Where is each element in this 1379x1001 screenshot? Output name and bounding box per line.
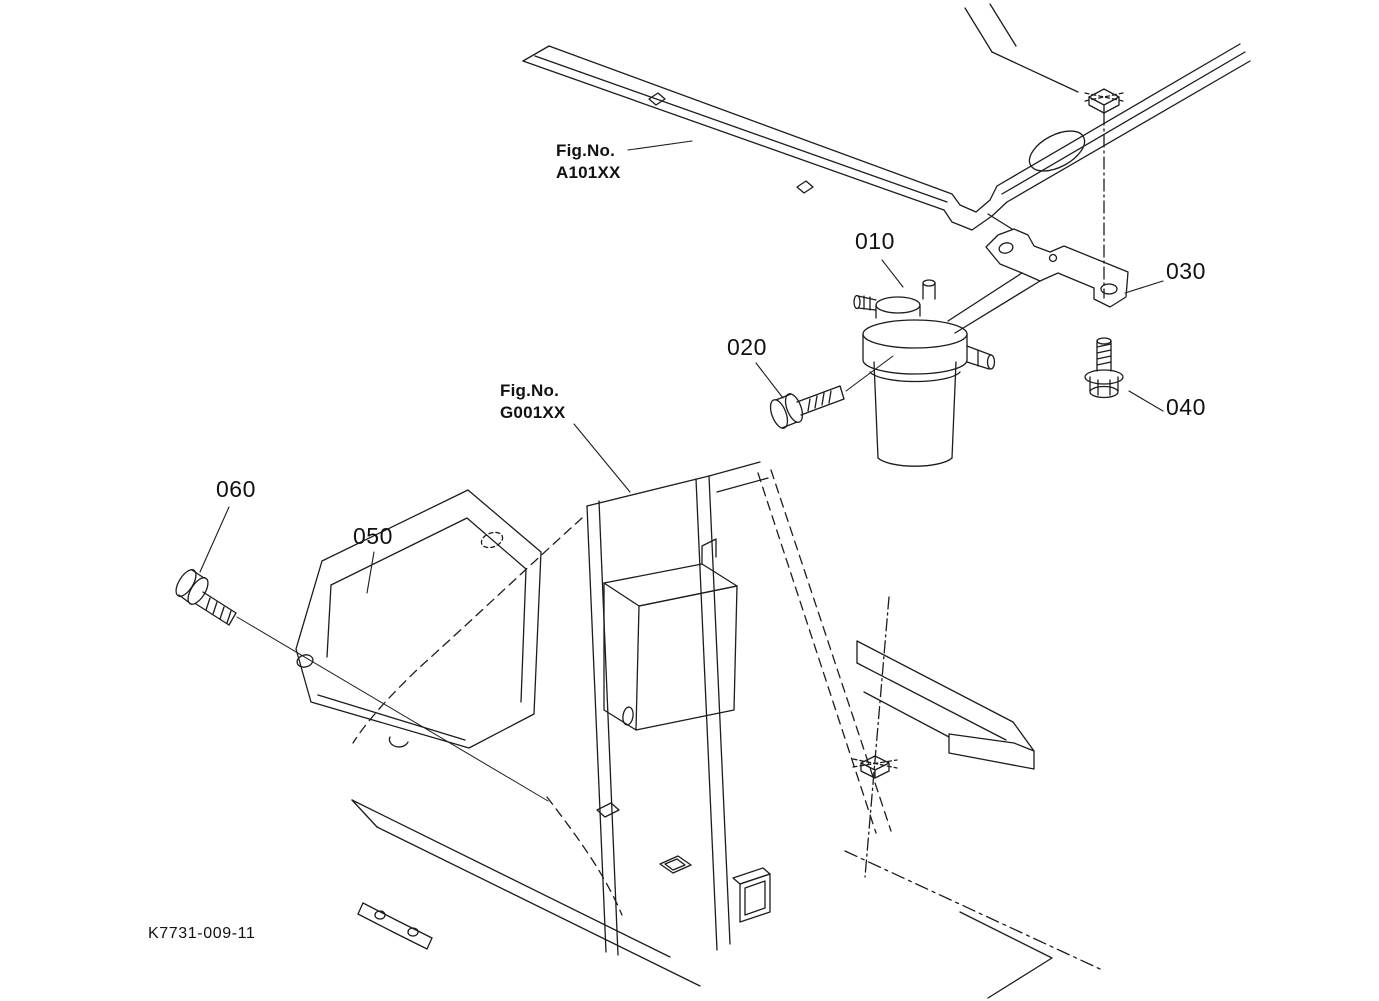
figure-ref-a101xx-line2: A101XX bbox=[556, 163, 621, 183]
weld-nut-and-centerline bbox=[1085, 89, 1123, 298]
figure-ref-g001xx-line1: Fig.No. bbox=[500, 381, 559, 400]
callout-010: 010 bbox=[855, 228, 895, 254]
figure-ref-g001xx-line2: G001XX bbox=[500, 403, 566, 423]
callout-030: 030 bbox=[1166, 258, 1206, 284]
frame-g001xx bbox=[352, 462, 1100, 998]
cover-050 bbox=[296, 490, 541, 748]
callout-040: 040 bbox=[1166, 394, 1206, 420]
figure-ref-a101xx-line1: Fig.No. bbox=[556, 141, 615, 160]
bolt-040 bbox=[1085, 338, 1123, 398]
figure-ref-a101xx: Fig.No. A101XX bbox=[556, 140, 621, 184]
bolt-020 bbox=[767, 356, 893, 431]
bolt-060 bbox=[172, 567, 548, 801]
callout-050: 050 bbox=[353, 523, 393, 549]
callout-060: 060 bbox=[216, 476, 256, 502]
callout-020: 020 bbox=[727, 334, 767, 360]
figure-ref-g001xx: Fig.No. G001XX bbox=[500, 380, 565, 424]
leader-lines bbox=[200, 141, 1163, 593]
drawing-number: K7731-009-11 bbox=[148, 925, 256, 942]
fuel-filter-assembly-010 bbox=[854, 280, 995, 466]
frame-panel-a101xx bbox=[523, 4, 1250, 230]
mounting-bracket-030 bbox=[948, 214, 1128, 333]
